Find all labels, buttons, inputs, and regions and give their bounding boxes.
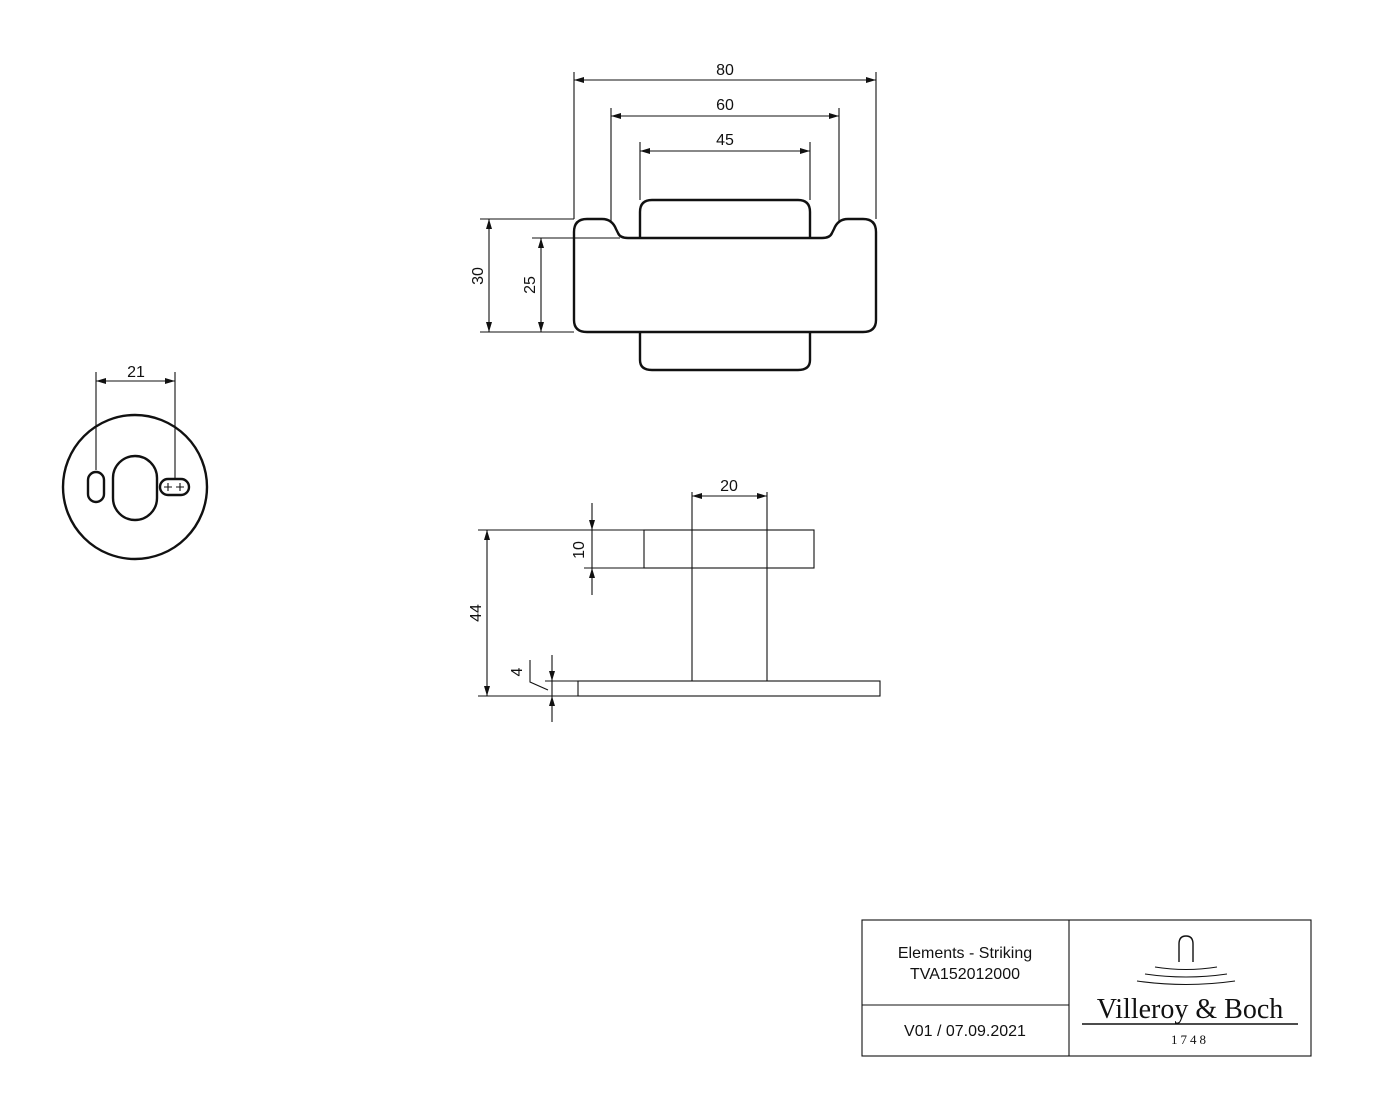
product-name: Elements - Striking — [898, 945, 1032, 962]
title-block: Elements - Striking TVA152012000 V01 / 0… — [861, 919, 1312, 1057]
dim-label-80: 80 — [716, 62, 734, 79]
round-view: 21 — [61, 364, 209, 561]
round-center-slot — [111, 454, 159, 522]
dim-label-25: 25 — [522, 276, 539, 294]
round-base-plate — [61, 413, 209, 561]
dim-label-20: 20 — [720, 478, 738, 495]
dim-label-4: 4 — [509, 667, 526, 676]
dim-label-10: 10 — [571, 541, 588, 559]
version-date: V01 / 07.09.2021 — [904, 1023, 1026, 1040]
dim-label-60: 60 — [716, 97, 734, 114]
brand-name: Villeroy & Boch — [1097, 994, 1284, 1025]
dim-label-21: 21 — [127, 364, 145, 381]
side-view: 20 10 44 4 — [468, 478, 881, 722]
round-right-slot — [158, 477, 191, 497]
front-view-back-bar — [638, 198, 812, 238]
dim-label-44: 44 — [468, 604, 485, 622]
front-view-body — [572, 217, 878, 334]
villeroy-boch-faucet-logo-icon — [1136, 935, 1236, 986]
screw-mark-icon — [164, 483, 184, 491]
round-left-slot — [86, 470, 106, 504]
dim-label-30: 30 — [470, 267, 487, 285]
side-base-plate — [577, 680, 881, 697]
front-view-lower-bar — [638, 332, 812, 372]
article-number: TVA152012000 — [910, 966, 1020, 983]
brand-year: 1748 — [1171, 1032, 1209, 1047]
front-view: 80 60 45 30 25 — [470, 62, 878, 372]
dim-label-45: 45 — [716, 132, 734, 149]
side-top-bar — [643, 529, 815, 569]
